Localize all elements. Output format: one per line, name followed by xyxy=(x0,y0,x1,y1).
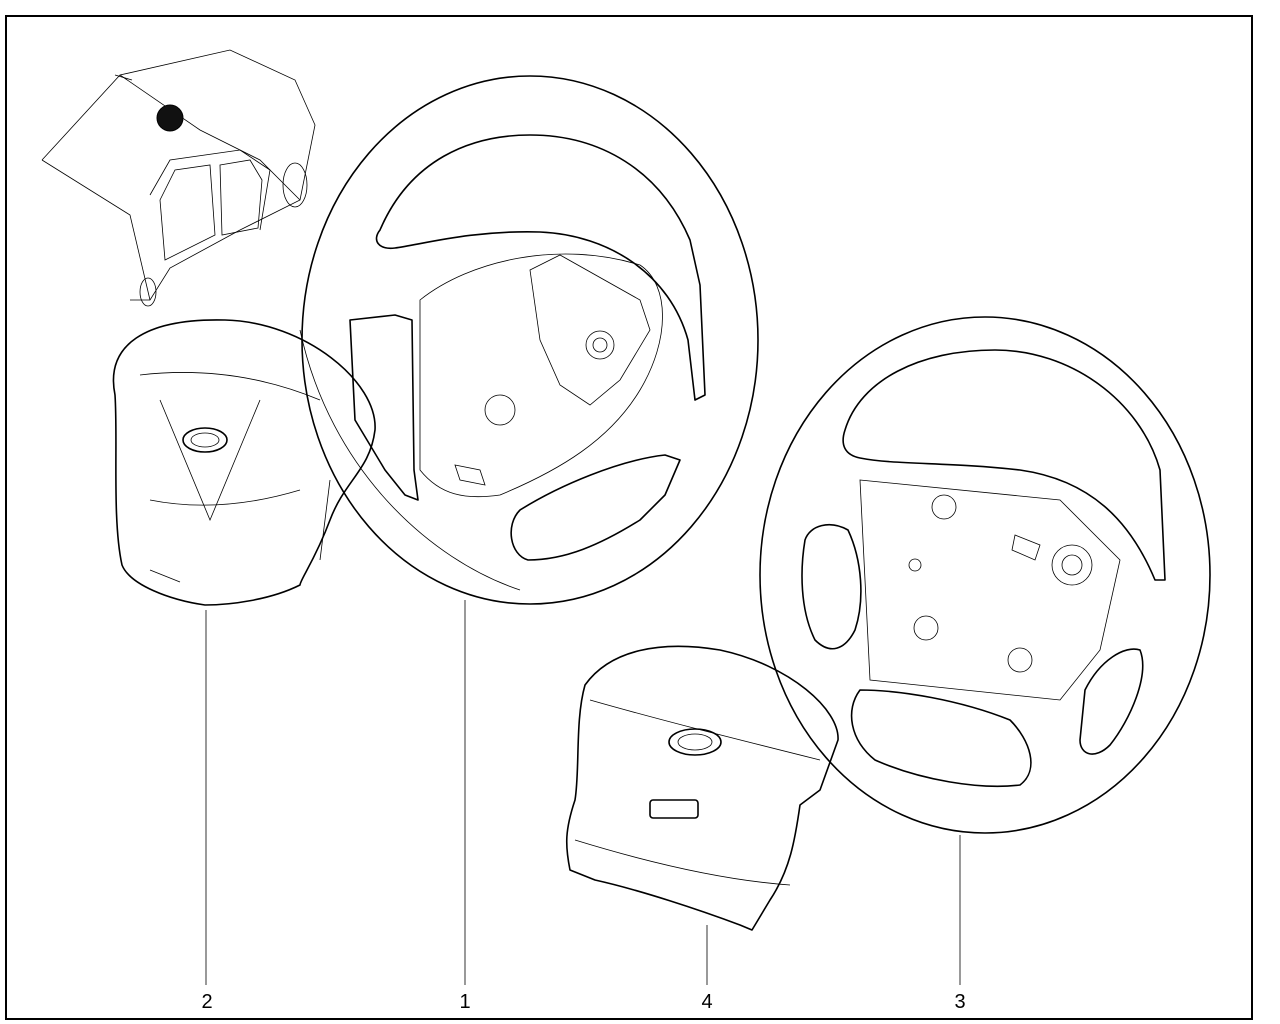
callout-3: 3 xyxy=(954,991,966,1013)
lada-emblem xyxy=(668,728,722,756)
airbag-module-2 xyxy=(112,319,376,606)
airbag-module-4 xyxy=(565,645,839,931)
wheel-left-opening xyxy=(349,314,419,501)
wheel-left-opening xyxy=(801,524,862,650)
wheel-rim-outer xyxy=(301,75,759,605)
callout-4: 4 xyxy=(701,991,713,1013)
steering-wheel-3 xyxy=(759,316,1211,834)
callout-1: 1 xyxy=(459,991,471,1013)
lada-nameplate xyxy=(649,799,699,819)
diagram-frame xyxy=(5,15,1253,1020)
wheel-lower-opening xyxy=(510,454,681,561)
lada-emblem xyxy=(182,427,228,453)
steering-wheel-location-marker xyxy=(156,104,184,132)
wheel-upper-opening xyxy=(842,349,1166,581)
wheel-lower-opening xyxy=(850,689,1032,788)
wheel-right-opening xyxy=(1079,648,1144,755)
callout-2: 2 xyxy=(201,991,213,1013)
steering-wheel-1 xyxy=(299,75,759,605)
car-illustration xyxy=(41,49,316,307)
wheel-upper-opening xyxy=(375,134,706,401)
wheel-rim-outer xyxy=(759,316,1211,834)
